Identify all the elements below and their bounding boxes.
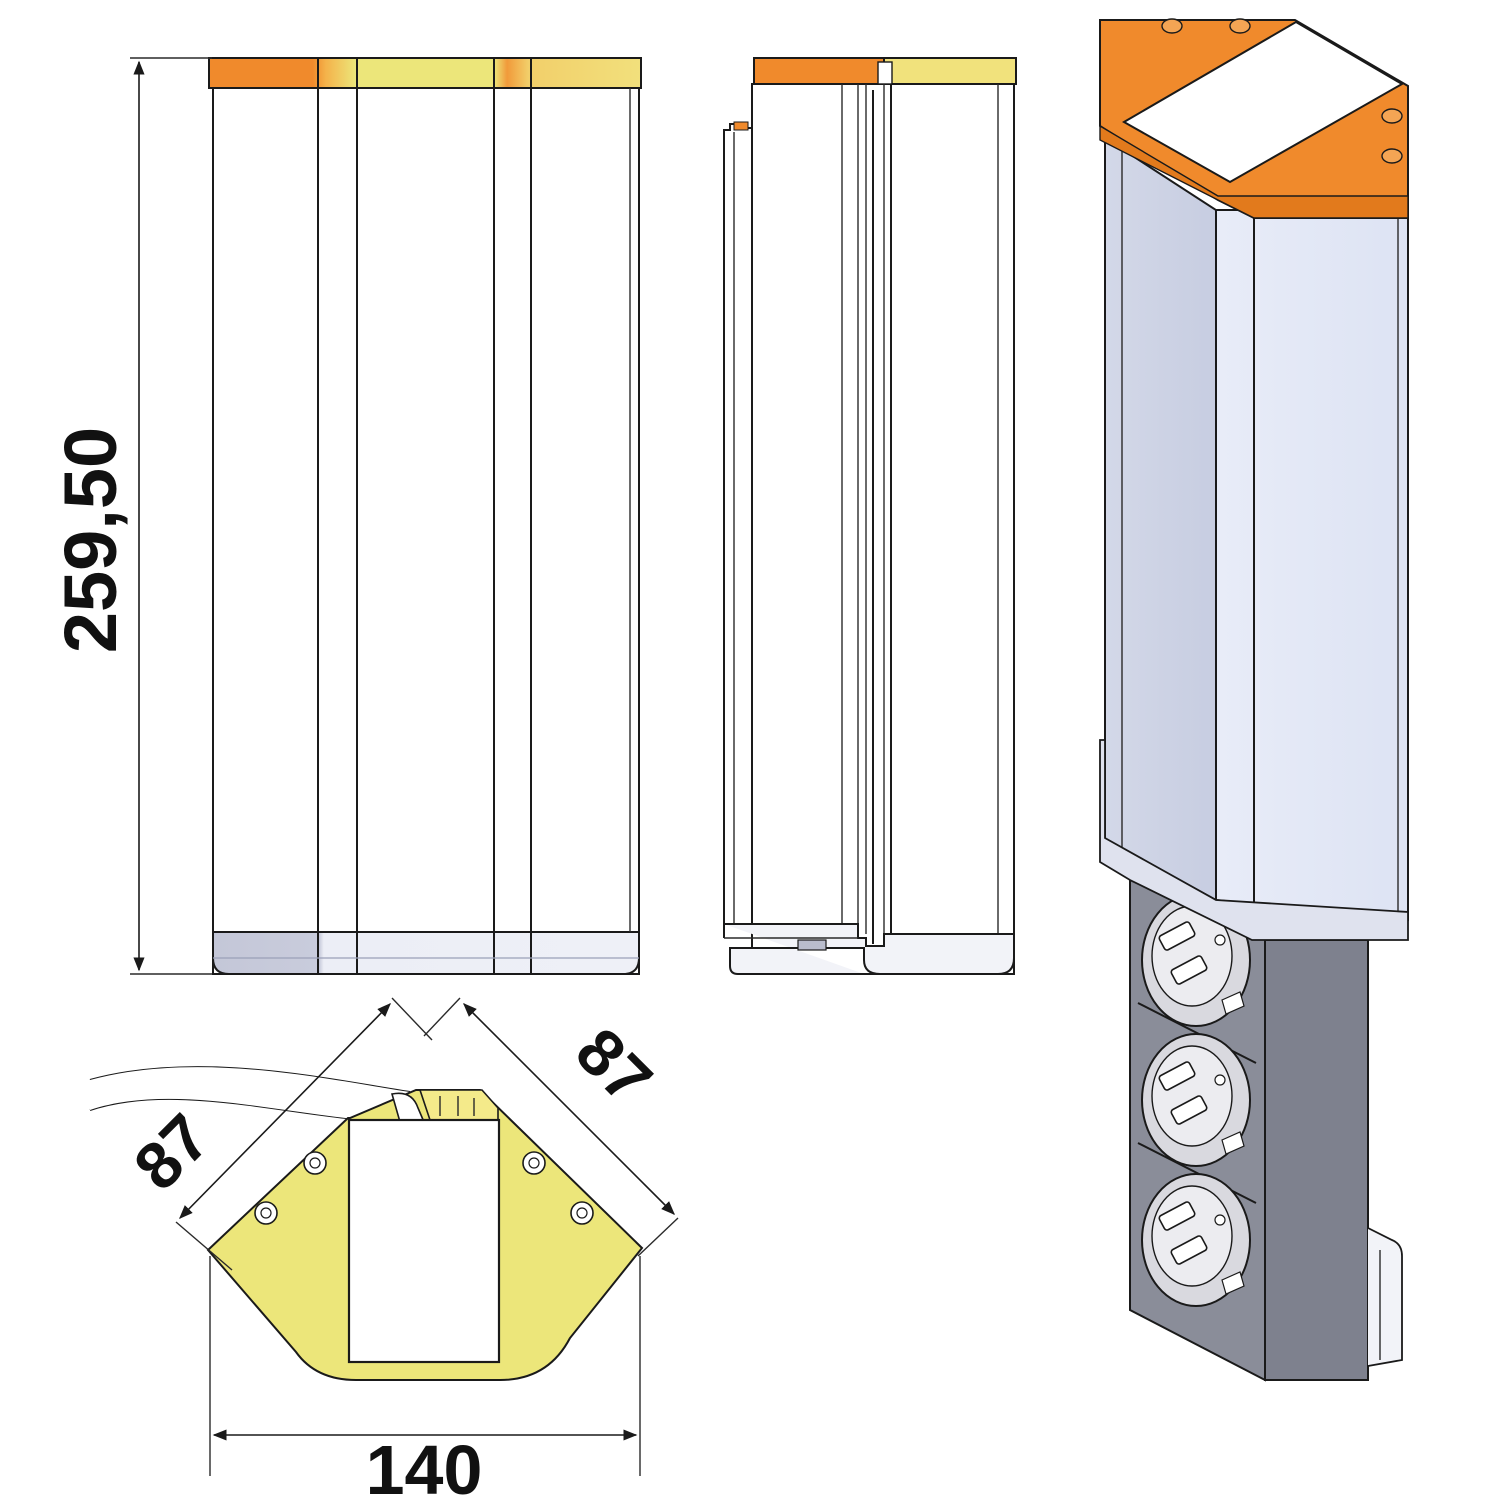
- height-dimension: 259,50: [49, 57, 212, 975]
- right-diagonal-dimension-label: 87: [562, 1014, 666, 1118]
- front-bottom-base: [212, 931, 640, 975]
- top-view: 87 87 140: [89, 997, 679, 1500]
- side-view: [723, 57, 1017, 975]
- iso-sockets: [1141, 893, 1251, 1307]
- side-cap-yellow: [883, 57, 1017, 85]
- iso-cap-label: [1121, 20, 1405, 184]
- width-dimension-label: 140: [366, 1431, 483, 1500]
- front-body: [212, 85, 640, 975]
- iso-socket-2: [1141, 1033, 1251, 1167]
- iso-socket-side-panel: [1264, 939, 1369, 1381]
- iso-cap-screws: [1161, 18, 1403, 164]
- front-panel-lines: [317, 58, 631, 974]
- side-bottom-base: [724, 923, 1015, 975]
- side-body: [751, 83, 1015, 975]
- height-dimension-label: 259,50: [49, 427, 132, 653]
- top-view-socket-face: [347, 1118, 501, 1364]
- front-view: [208, 57, 642, 975]
- iso-body-lower-collar: [1099, 739, 1409, 941]
- side-internal-lines: [841, 84, 999, 974]
- iso-body-front-face: [1215, 209, 1409, 922]
- iso-socket-3: [1141, 1173, 1251, 1307]
- iso-socket-1: [1141, 893, 1251, 1027]
- iso-bracket: [1367, 1227, 1403, 1367]
- width-dimension: 140: [209, 1256, 641, 1500]
- isometric-view: [1099, 18, 1409, 1382]
- front-top-cap: [208, 57, 642, 89]
- side-cap-orange: [753, 57, 885, 85]
